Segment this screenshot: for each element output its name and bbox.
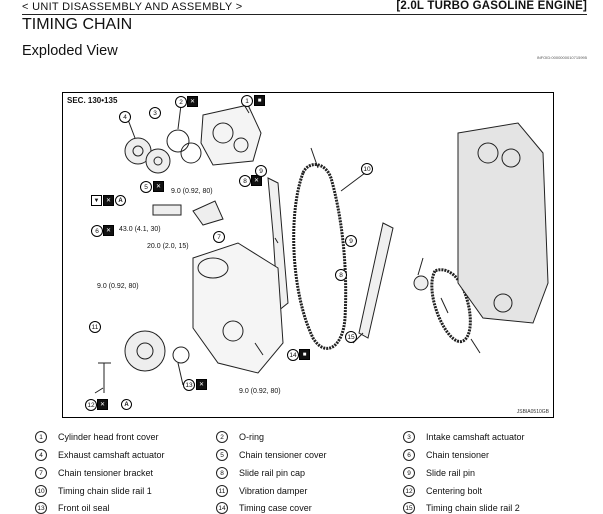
list-item: 5 Chain tensioner cover <box>216 449 327 461</box>
part-number: 9 <box>403 467 415 479</box>
list-item: 4 Exhaust camshaft actuator <box>35 449 165 461</box>
part-number: 5 <box>216 449 228 461</box>
list-item: 9 Slide rail pin <box>403 467 475 479</box>
callout-2: 2 <box>175 96 187 108</box>
part-label: O-ring <box>239 432 265 442</box>
part-label: Centering bolt <box>426 486 483 496</box>
exploded-view-figure: SEC. 130•135 1 ■ 2 ✕ 3 4 5 ✕ ▼ ✕ A 9.0 (… <box>62 92 554 418</box>
figure-id: JSBIA0510GB <box>516 409 549 415</box>
header-section-label: < UNIT DISASSEMBLY AND ASSEMBLY > <box>22 1 243 13</box>
list-item: 7 Chain tensioner bracket <box>35 467 153 479</box>
symbol-x-12: ✕ <box>97 399 108 410</box>
callout-15: 15 <box>345 331 357 343</box>
symbol-group-c: A <box>115 195 126 206</box>
part-label: Timing case cover <box>239 503 312 513</box>
symbol-x-2: ✕ <box>187 96 198 107</box>
list-item: 2 O-ring <box>216 431 264 443</box>
part-number: 6 <box>403 449 415 461</box>
callout-8b: 8 <box>335 269 347 281</box>
symbol-x-5: ✕ <box>153 181 164 192</box>
part-label: Slide rail pin cap <box>239 468 306 478</box>
torque-2: 43.0 (4.1, 30) <box>119 226 161 233</box>
callout-9b: 9 <box>345 235 357 247</box>
part-label: Exhaust camshaft actuator <box>58 450 165 460</box>
part-label: Timing chain slide rail 1 <box>58 486 152 496</box>
part-number: 4 <box>35 449 47 461</box>
callout-8: 8 <box>239 175 251 187</box>
list-item: 12 Centering bolt <box>403 485 482 497</box>
document-id: INFOID:0000000010715995 <box>536 55 587 60</box>
callout-6: 6 <box>91 225 103 237</box>
header-engine-label: [2.0L TURBO GASOLINE ENGINE] <box>396 0 587 12</box>
part-label: Slide rail pin <box>426 468 476 478</box>
part-number: 14 <box>216 502 228 514</box>
part-number: 15 <box>403 502 415 514</box>
list-item: 11 Vibration damper <box>216 485 307 497</box>
part-number: 7 <box>35 467 47 479</box>
callout-5: 5 <box>140 181 152 193</box>
torque-5: 9.0 (0.92, 80) <box>239 388 281 395</box>
part-label: Intake camshaft actuator <box>426 432 525 442</box>
part-number: 13 <box>35 502 47 514</box>
callout-9: 9 <box>255 165 267 177</box>
symbol-x-13: ✕ <box>196 379 207 390</box>
part-number: 12 <box>403 485 415 497</box>
symbol-group-a: ▼ <box>91 195 102 206</box>
callout-4: 4 <box>119 111 131 123</box>
part-number: 8 <box>216 467 228 479</box>
callout-10: 10 <box>361 163 373 175</box>
page-title: TIMING CHAIN <box>22 16 133 33</box>
callout-7: 7 <box>213 231 225 243</box>
callout-13: 13 <box>183 379 195 391</box>
header-rule <box>22 14 587 15</box>
callout-1: 1 <box>241 95 253 107</box>
callout-14: 14 <box>287 349 299 361</box>
symbol-replace-1: ■ <box>254 95 265 106</box>
section-reference: SEC. 130•135 <box>67 96 118 105</box>
part-number: 1 <box>35 431 47 443</box>
symbol-replace-14: ■ <box>299 349 310 360</box>
exploded-view-drawing <box>94 102 549 394</box>
part-label: Vibration damper <box>239 486 308 496</box>
list-item: 10 Timing chain slide rail 1 <box>35 485 152 497</box>
callout-12: 12 <box>85 399 97 411</box>
part-number: 3 <box>403 431 415 443</box>
part-label: Chain tensioner cover <box>239 450 327 460</box>
list-item: 6 Chain tensioner <box>403 449 489 461</box>
page-subtitle: Exploded View <box>22 43 118 59</box>
list-item: 1 Cylinder head front cover <box>35 431 159 443</box>
list-item: 3 Intake camshaft actuator <box>403 431 525 443</box>
list-item: 14 Timing case cover <box>216 502 312 514</box>
part-label: Chain tensioner <box>426 450 490 460</box>
torque-4: 9.0 (0.92, 80) <box>97 283 139 290</box>
list-item: 15 Timing chain slide rail 2 <box>403 502 520 514</box>
symbol-x-6: ✕ <box>103 225 114 236</box>
symbol-group-b: ✕ <box>103 195 114 206</box>
callout-11: 11 <box>89 321 101 333</box>
part-label: Chain tensioner bracket <box>58 468 154 478</box>
part-number: 11 <box>216 485 228 497</box>
torque-3: 20.0 (2.0, 15) <box>147 243 189 250</box>
symbol-a-12: A <box>121 399 132 410</box>
part-label: Timing chain slide rail 2 <box>426 503 520 513</box>
list-item: 8 Slide rail pin cap <box>216 467 305 479</box>
callout-3: 3 <box>149 107 161 119</box>
part-number: 2 <box>216 431 228 443</box>
part-number: 10 <box>35 485 47 497</box>
part-label: Front oil seal <box>58 503 110 513</box>
part-label: Cylinder head front cover <box>58 432 159 442</box>
torque-1: 9.0 (0.92, 80) <box>171 188 213 195</box>
list-item: 13 Front oil seal <box>35 502 110 514</box>
